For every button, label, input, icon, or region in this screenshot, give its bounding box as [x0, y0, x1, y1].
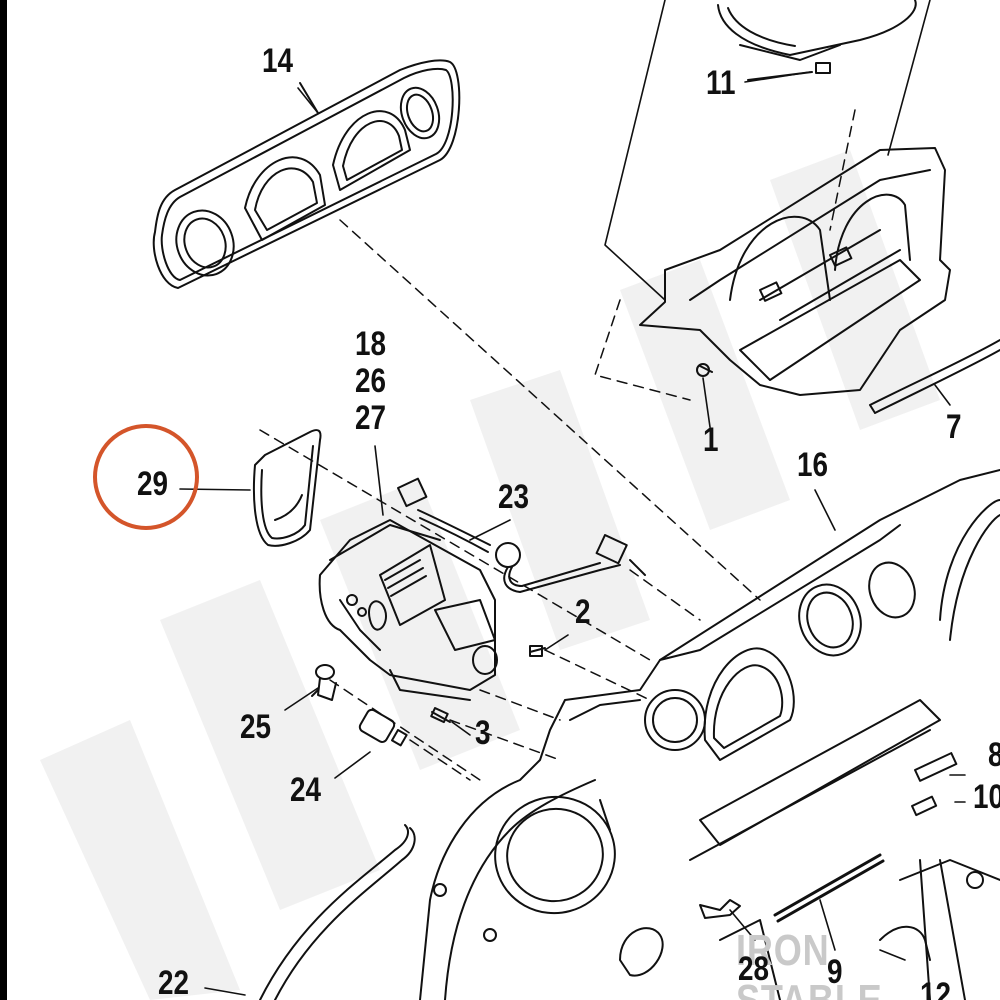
inner-fairing-part-1 [639, 147, 951, 396]
block-part-10 [911, 795, 938, 817]
leader-lines [179, 0, 966, 996]
screw-part-2 [529, 645, 546, 657]
strip-part-9 [773, 853, 885, 923]
brand-watermark: IRON STABLE [736, 926, 882, 1000]
gauge-bezel-part-14 [152, 59, 461, 289]
bracket-part-12 [879, 925, 931, 961]
clip-part-28 [699, 899, 741, 919]
speedometer-housing-part-18 [318, 519, 498, 701]
callout-2: 2 [575, 593, 591, 631]
callout-11: 11 [706, 64, 736, 102]
lens-cover-part-29 [252, 429, 322, 547]
switch-part-24 [358, 708, 408, 747]
callout-24: 24 [290, 771, 322, 809]
trim-strip-part-22 [259, 824, 416, 1000]
callout-16: 16 [797, 446, 829, 484]
block-part-8 [914, 752, 958, 782]
callout-7: 7 [946, 408, 962, 446]
harness-part-23 [397, 477, 646, 593]
callout-22: 22 [158, 964, 190, 1000]
callout-1: 1 [703, 421, 719, 459]
callout-25: 25 [240, 708, 272, 746]
assembly-dash-lines [259, 109, 856, 781]
callout-8: 8 [988, 738, 1000, 772]
outer-fairing-part-16 [419, 469, 1000, 1000]
callout-28: 28 [738, 950, 770, 988]
callout-9: 9 [827, 953, 843, 991]
callout-14: 14 [262, 42, 294, 80]
callout-3: 3 [475, 714, 491, 752]
callout-10: 10 [973, 778, 1000, 816]
screw-part-3 [430, 707, 451, 724]
callout-29: 29 [137, 465, 169, 503]
strip-part-7 [869, 339, 1000, 414]
callout-12: 12 [920, 976, 952, 1000]
left-edge-bar [0, 0, 7, 1000]
callout-26: 26 [355, 362, 387, 400]
callout-18: 18 [355, 325, 387, 363]
top-trim-part-11 [717, 0, 917, 81]
callout-27: 27 [355, 399, 387, 437]
connector-part-25 [311, 664, 337, 701]
callout-23: 23 [498, 478, 530, 516]
highlight-circle [93, 424, 199, 530]
